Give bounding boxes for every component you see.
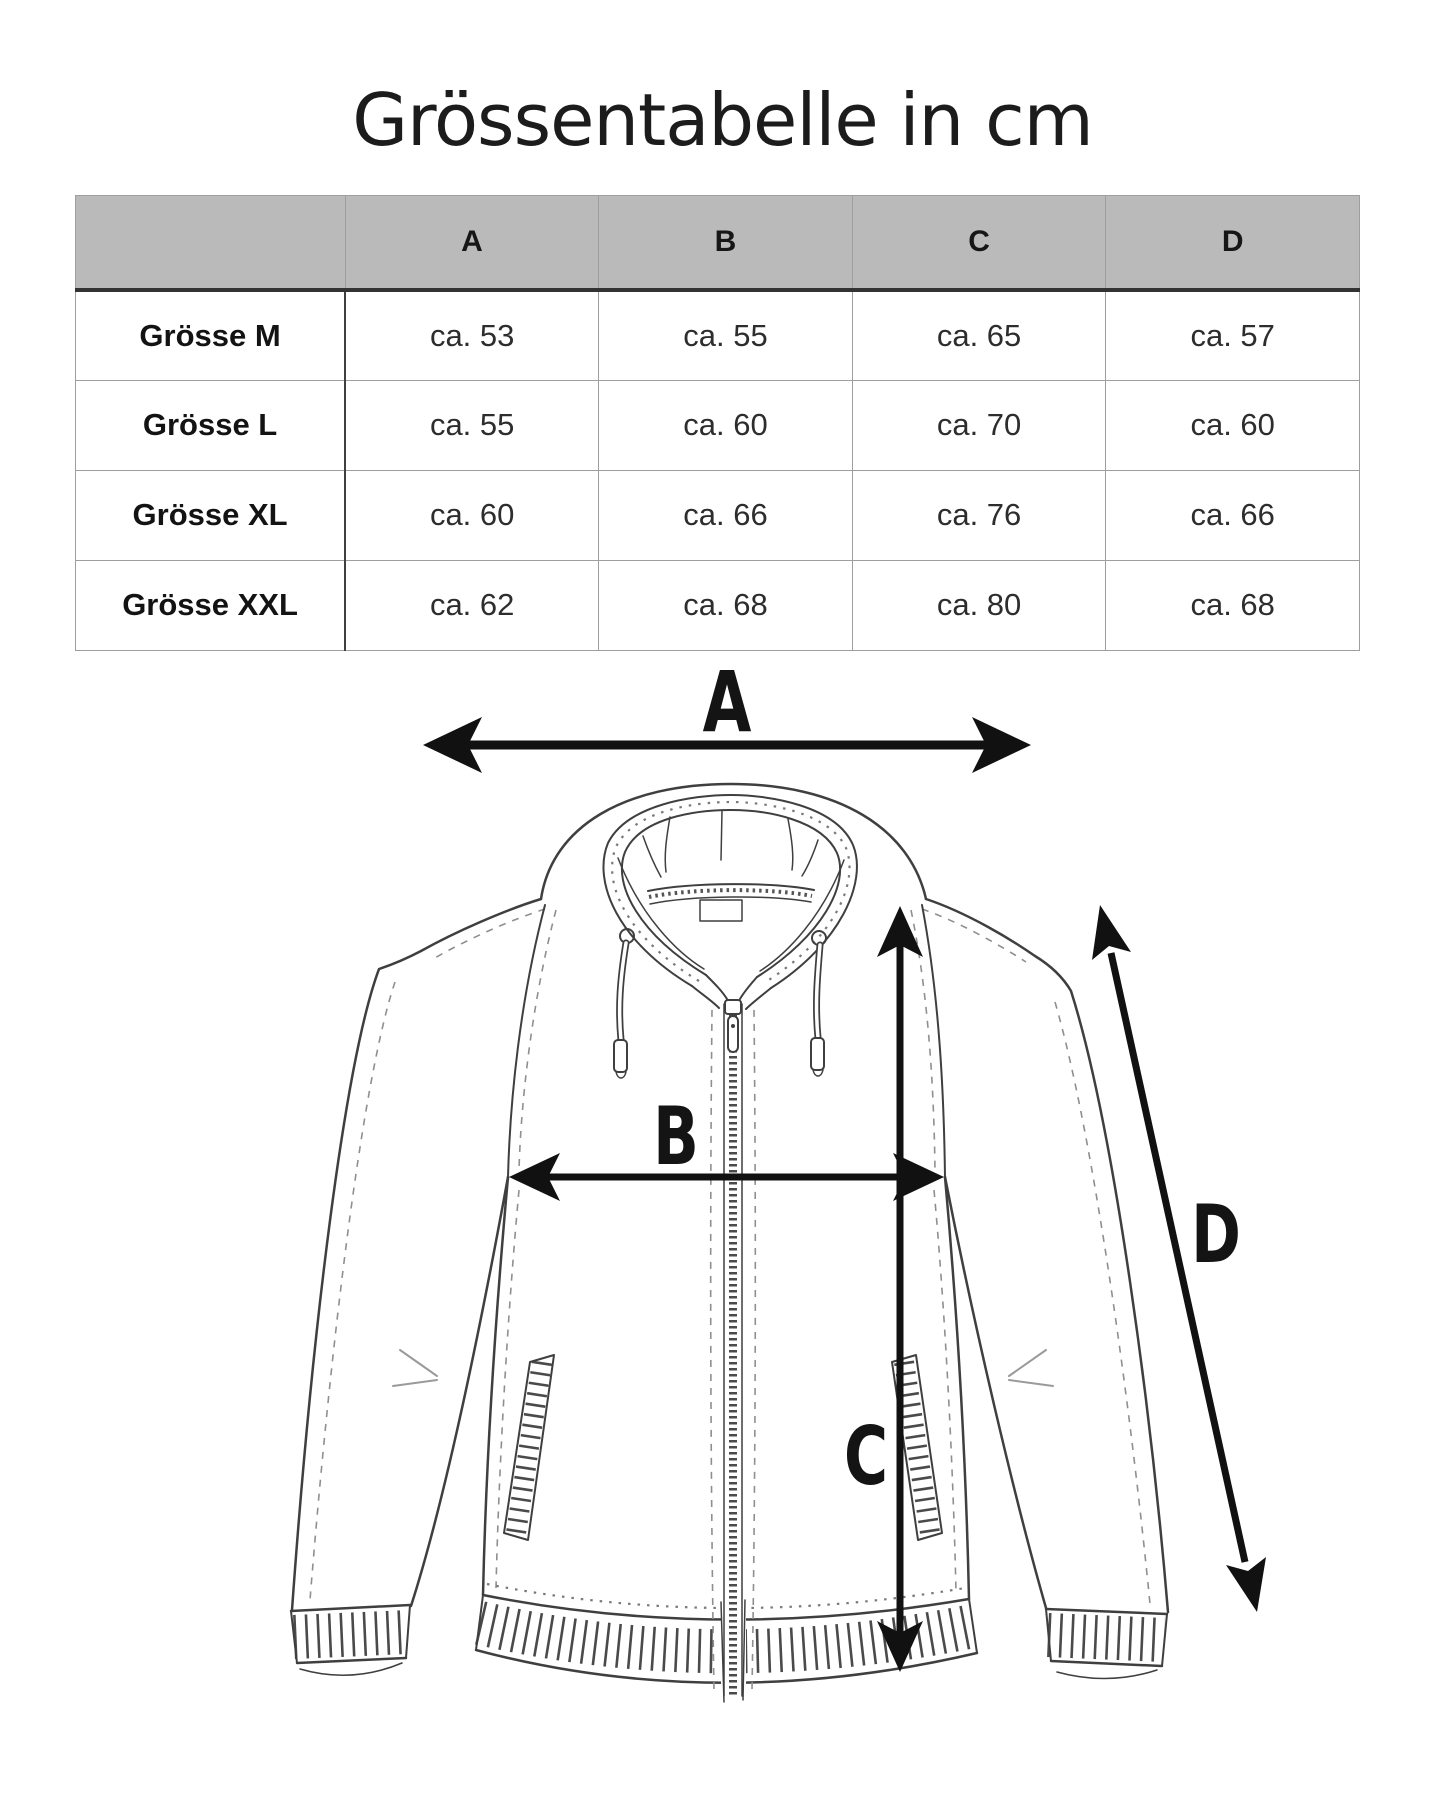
size-value: ca. 68 <box>1105 559 1360 651</box>
measure-b: B <box>509 1089 944 1201</box>
row-label: Grösse M <box>75 289 347 381</box>
right-pocket-stripes <box>894 1360 940 1535</box>
col-header-c: C <box>851 195 1107 292</box>
size-value: ca. 53 <box>344 289 600 381</box>
row-label: Grösse L <box>75 379 347 471</box>
right-aglet <box>810 1037 825 1071</box>
measure-label-b: B <box>653 1089 699 1183</box>
arrow-d-bottom-head <box>1226 1557 1266 1612</box>
arrow-a-right-head <box>972 717 1031 773</box>
size-value: ca. 65 <box>851 289 1107 381</box>
size-value: ca. 62 <box>344 559 600 651</box>
size-value: ca. 68 <box>598 559 853 651</box>
measurement-arrows: A B C D <box>423 653 1266 1672</box>
col-header-b: B <box>598 195 853 292</box>
measure-label-c: C <box>844 1409 888 1503</box>
page-title: Grössentabelle in cm <box>352 78 1094 162</box>
table-row-xl: Grösse XL ca. 60 ca. 66 ca. 76 ca. 66 <box>75 469 1360 561</box>
left-aglet <box>613 1039 628 1073</box>
sleeves <box>290 897 1170 1614</box>
arrow-c-top-head <box>877 906 923 957</box>
drawstrings <box>613 928 827 1079</box>
size-table: A B C D Grösse M ca. 53 ca. 55 ca. 65 ca… <box>75 195 1360 651</box>
left-pocket-welt <box>503 1354 555 1541</box>
right-elbow-chevron <box>1008 1349 1054 1387</box>
col-header-d: D <box>1105 195 1360 292</box>
zipper-pull <box>727 1015 739 1053</box>
size-value: ca. 76 <box>851 469 1107 561</box>
header-row: A B C D <box>75 195 1360 292</box>
zipper <box>709 999 757 1710</box>
size-value: ca. 66 <box>1105 469 1360 561</box>
size-value: ca. 60 <box>1105 379 1360 471</box>
left-elbow-chevron <box>392 1349 438 1387</box>
size-value: ca. 55 <box>344 379 600 471</box>
size-value: ca. 57 <box>1105 289 1360 381</box>
arrow-d-top-head <box>1092 905 1131 960</box>
size-value: ca. 80 <box>851 559 1107 651</box>
measure-d: D <box>1092 905 1266 1612</box>
table-row-l: Grösse L ca. 55 ca. 60 ca. 70 ca. 60 <box>75 379 1360 471</box>
measure-label-a: A <box>703 653 752 751</box>
arrow-c-bottom-head <box>877 1621 923 1672</box>
measure-c: C <box>844 906 923 1672</box>
left-pocket-stripes <box>506 1360 552 1535</box>
arrow-b-right-head <box>893 1153 944 1201</box>
col-header-a: A <box>344 195 600 292</box>
cuffs <box>289 1603 1169 1680</box>
zipper-slider <box>724 999 742 1015</box>
row-label: Grösse XXL <box>75 559 347 651</box>
table-row-m: Grösse M ca. 53 ca. 55 ca. 65 ca. 57 <box>75 289 1360 381</box>
size-value: ca. 60 <box>598 379 853 471</box>
body-panels <box>392 904 1054 1601</box>
col-header-blank <box>75 195 346 292</box>
neck-label <box>699 899 743 922</box>
arrow-a-left-head <box>423 717 482 773</box>
arrow-b-left-head <box>509 1153 560 1201</box>
hoodie-drawing <box>289 782 1170 1710</box>
table-row-xxl: Grösse XXL ca. 62 ca. 68 ca. 80 ca. 68 <box>75 559 1360 651</box>
size-value: ca. 60 <box>344 469 600 561</box>
hood <box>539 782 928 1010</box>
measure-label-d: D <box>1191 1187 1241 1281</box>
measure-a: A <box>423 653 1031 773</box>
